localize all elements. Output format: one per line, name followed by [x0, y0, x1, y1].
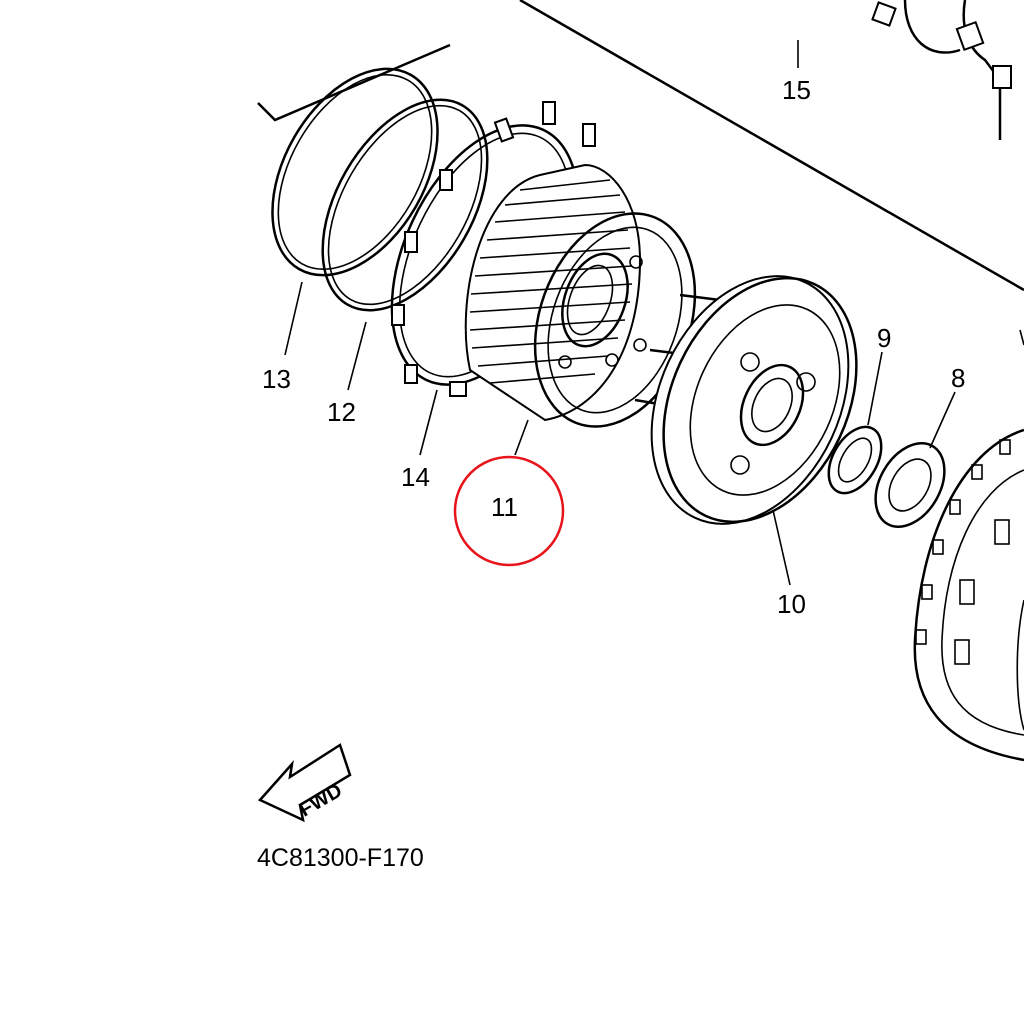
fwd-arrow-icon: FWD: [257, 743, 352, 823]
part-label-15: 15: [782, 75, 811, 105]
part-label-10: 10: [777, 589, 806, 619]
part-11-clutch-hub: [464, 163, 697, 456]
assembly-frame-lines: [257, 0, 1024, 292]
part-label-13: 13: [262, 364, 291, 394]
part-8-bearing: [874, 391, 956, 529]
clutch-housing-partial: [913, 329, 1024, 762]
fwd-arrow-text: FWD: [296, 780, 346, 822]
part-15-drawing: [797, 0, 1012, 140]
part-label-8: 8: [951, 363, 965, 393]
part-13-ring: [271, 67, 439, 356]
highlight-circle-part-11: [453, 455, 565, 567]
part-label-14: 14: [401, 462, 430, 492]
part-12-ring: [321, 98, 489, 391]
part-label-11: 11: [491, 492, 518, 522]
diagram-code: 4C81300-F170: [257, 844, 424, 872]
part-9-washer: [827, 351, 883, 495]
part-label-9: 9: [877, 323, 891, 353]
part-10-pressure-plate: [650, 275, 858, 586]
part-label-12: 12: [327, 397, 356, 427]
